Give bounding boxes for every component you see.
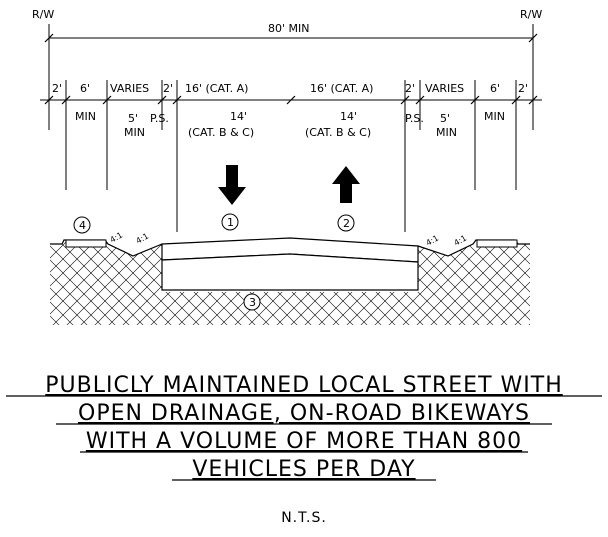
dim-left-5-min: MIN bbox=[124, 126, 145, 139]
ground-hatch bbox=[50, 240, 530, 325]
sidewalk-left bbox=[65, 239, 107, 248]
callout-3-circle bbox=[243, 293, 261, 311]
dim-right-varies: VARIES bbox=[425, 82, 464, 95]
dim-left-min: MIN bbox=[75, 110, 96, 123]
slope-label-2: 4:1 bbox=[135, 232, 151, 246]
pavement-base bbox=[161, 253, 419, 291]
callout-3-text: 3 bbox=[249, 296, 256, 309]
callout-2-text: 2 bbox=[343, 217, 350, 230]
title-line-1: PUBLICLY MAINTAINED LOCAL STREET WITH bbox=[45, 373, 562, 398]
dim-left-5: 5' bbox=[128, 112, 138, 125]
dim-left-ps: P.S. bbox=[150, 112, 169, 125]
title-line-3: WITH A VOLUME OF MORE THAN 800 bbox=[86, 429, 522, 454]
dim-left-2b: 2' bbox=[163, 82, 173, 95]
slope-label-1: 4:1 bbox=[109, 231, 125, 245]
scale-note: N.T.S. bbox=[281, 510, 327, 526]
callout-1-circle bbox=[221, 213, 239, 231]
dim-lane-right: 16' (CAT. A) bbox=[310, 82, 373, 95]
dim-lane-left: 16' (CAT. A) bbox=[185, 82, 248, 95]
dim-lane-left-14: 14' bbox=[230, 110, 247, 123]
callout-4-text: 4 bbox=[79, 219, 86, 232]
rw-right-label: R/W bbox=[520, 8, 542, 21]
dim-right-5: 5' bbox=[440, 112, 450, 125]
callout-4-circle bbox=[73, 216, 91, 234]
title-line-4: VEHICLES PER DAY bbox=[192, 457, 415, 482]
dim-left-2a: 2' bbox=[52, 82, 62, 95]
callout-1-text: 1 bbox=[227, 216, 234, 229]
dim-right-5-min: MIN bbox=[436, 126, 457, 139]
dim-left-6: 6' bbox=[80, 82, 90, 95]
extension-lines bbox=[65, 80, 517, 232]
arrow-up-icon bbox=[332, 166, 360, 203]
dim-lane-right-cat: (CAT. B & C) bbox=[305, 126, 371, 139]
slope-label-3: 4:1 bbox=[425, 234, 441, 248]
dim-right-2b: 2' bbox=[405, 82, 415, 95]
slope-label-4: 4:1 bbox=[453, 234, 469, 248]
title-line-2: OPEN DRAINAGE, ON-ROAD BIKEWAYS bbox=[78, 401, 530, 426]
arrow-down-icon bbox=[218, 165, 246, 205]
dim-right-6: 6' bbox=[490, 82, 500, 95]
dim-right-ps: P.S. bbox=[405, 112, 424, 125]
rw-left-label: R/W bbox=[32, 8, 54, 21]
overall-width-label: 80' MIN bbox=[268, 22, 309, 35]
dim-right-2a: 2' bbox=[518, 82, 528, 95]
dim-lane-right-14: 14' bbox=[340, 110, 357, 123]
dim-lane-left-cat: (CAT. B & C) bbox=[188, 126, 254, 139]
dim-left-varies: VARIES bbox=[110, 82, 149, 95]
sidewalk-right bbox=[476, 239, 518, 248]
callout-2-circle bbox=[337, 214, 355, 232]
dim-right-min: MIN bbox=[484, 110, 505, 123]
